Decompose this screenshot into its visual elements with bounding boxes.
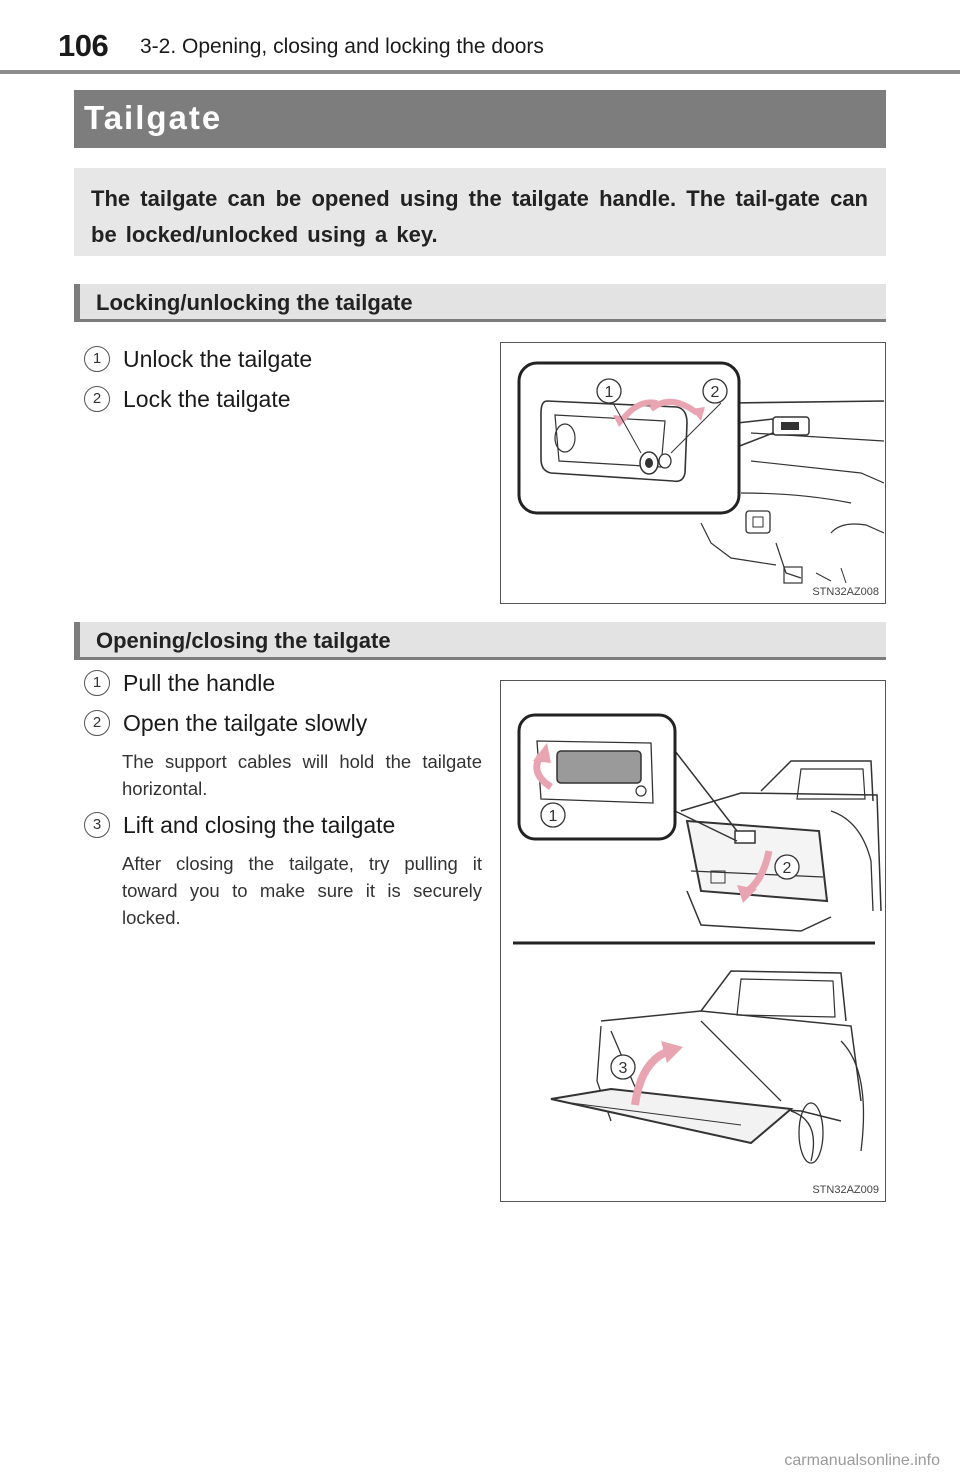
intro-box: The tailgate can be opened using the tai… <box>74 168 886 256</box>
callout-1: 1 <box>605 384 614 401</box>
step-text: Pull the handle <box>123 670 276 696</box>
section-banner <box>74 90 886 148</box>
step-text: Open the tailgate slowly <box>123 710 368 736</box>
callout-1: 1 <box>549 808 558 825</box>
page-number: 106 <box>58 28 109 63</box>
figure-code: STN32AZ008 <box>812 586 879 598</box>
callout-2: 2 <box>711 384 720 401</box>
step-text: Unlock the tailgate <box>123 346 313 372</box>
step-marker: 1 <box>84 346 110 372</box>
tailgate-open-illustration: 1 2 3 STN32AZ009 <box>500 680 886 1202</box>
tailgate-open-drawing: 1 2 3 STN32AZ009 <box>513 713 882 1196</box>
figure-code: STN32AZ009 <box>812 1184 879 1196</box>
tailgate-lock-drawing: 1 2 STN32AZ008 <box>517 361 885 598</box>
intro-text: The tailgate can be opened using the tai… <box>91 186 868 247</box>
step-text: Lock the tailgate <box>123 386 291 412</box>
callout-3: 3 <box>619 1060 628 1077</box>
step-marker: 2 <box>84 710 110 736</box>
step-note: After closing the tailgate, try pulling … <box>122 853 482 928</box>
step-text: Lift and closing the tailgate <box>123 812 396 838</box>
watermark: carmanualsonline.info <box>784 1452 940 1469</box>
tailgate-lock-illustration: 1 2 STN32AZ008 <box>500 342 886 604</box>
step-marker: 3 <box>84 812 110 838</box>
section-title: Tailgate <box>84 99 223 136</box>
subsection-opening-heading: Opening/closing the tailgate <box>74 622 886 660</box>
subsection-opening-title: Opening/closing the tailgate <box>96 628 391 653</box>
chapter-title: 3-2. Opening, closing and locking the do… <box>140 35 544 58</box>
header-rule <box>0 70 960 74</box>
step-marker: 2 <box>84 386 110 412</box>
step-marker: 1 <box>84 670 110 696</box>
callout-2: 2 <box>783 860 792 877</box>
step-note: The support cables will hold the tailgat… <box>122 751 482 799</box>
subsection-locking-title: Locking/unlocking the tailgate <box>96 290 413 315</box>
subsection-locking-heading: Locking/unlocking the tailgate <box>74 284 886 322</box>
